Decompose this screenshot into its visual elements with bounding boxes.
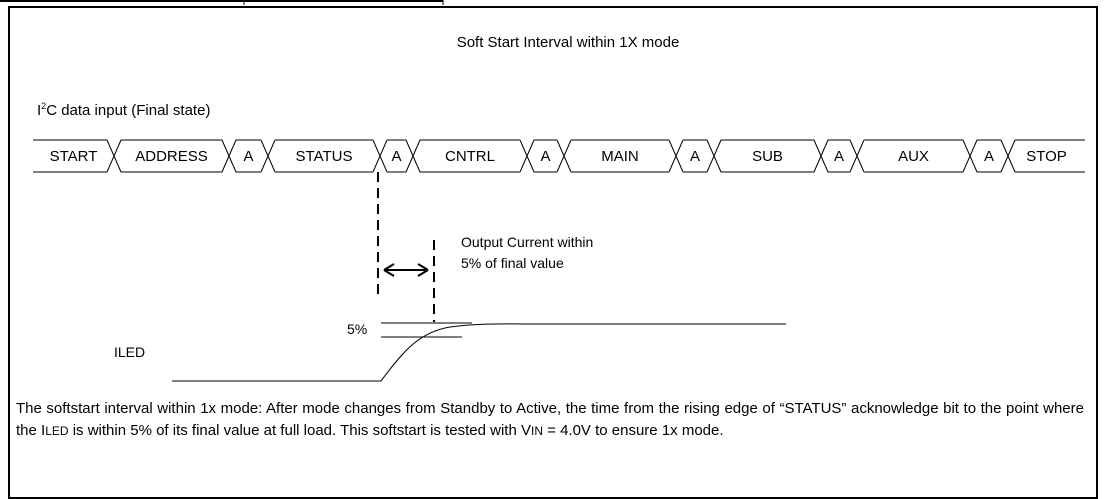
bus-segment-stop: STOP [1026, 148, 1067, 165]
diagram-title: Soft Start Interval within 1X mode [457, 34, 680, 51]
bus-segment-address: ADDRESS [135, 148, 208, 165]
bus-segment-status: STATUS [296, 148, 353, 165]
bus-segment-ack: A [984, 148, 994, 165]
bus-transition [1000, 139, 1016, 173]
bus-transition [106, 139, 122, 173]
annotation-line-2: 5% of final value [461, 255, 564, 271]
caption-part-2: is within 5% of its final value at full … [68, 422, 531, 439]
caption-iled-subscript: LED [45, 424, 69, 438]
bus-segment-ack: A [834, 148, 844, 165]
five-percent-label: 5% [347, 321, 367, 337]
bus-transition [556, 139, 572, 173]
figure-frame [8, 6, 1098, 499]
i2c-label-superscript: 2 [41, 101, 46, 111]
annotation-line-1: Output Current within [461, 234, 593, 250]
bus-segment-ack: A [540, 148, 550, 165]
bus-segment-aux: AUX [898, 148, 929, 165]
bus-transition [519, 139, 535, 173]
bus-transition [813, 139, 829, 173]
arrow-head-right [417, 263, 429, 277]
bus-transition [962, 139, 978, 173]
caption-vin-subscript: IN [530, 424, 543, 438]
bus-transition [221, 139, 237, 173]
caption-part-1: The softstart interval within 1x mode: A… [16, 400, 1084, 439]
caption-iled-main: I [41, 422, 46, 439]
bus-segment-main: MAIN [601, 148, 639, 165]
caption: The softstart interval within 1x mode: A… [16, 398, 1084, 442]
iled-label: ILED [114, 344, 145, 360]
bus-segment-start: START [50, 148, 98, 165]
i2c-label-prefix: I [37, 102, 41, 119]
bus-transition [372, 139, 388, 173]
bus-transition [849, 139, 865, 173]
iled-waveform [172, 323, 786, 382]
i2c-input-label: I2C data input (Final state) [37, 101, 210, 119]
bus-transition [405, 139, 421, 173]
bus-segment-ack: A [690, 148, 700, 165]
i2c-label-suffix: C data input (Final state) [46, 102, 210, 119]
arrow-head-left [383, 263, 395, 277]
bus-transition [706, 139, 722, 173]
bus-transition [668, 139, 684, 173]
bus-segment-cntrl: CNTRL [445, 148, 495, 165]
bus-transition [260, 139, 276, 173]
caption-part-3: = 4.0V to ensure 1x mode. [542, 422, 724, 439]
bus-segment-sub: SUB [752, 148, 783, 165]
bus-segment-ack: A [243, 148, 253, 165]
bus-segment-ack: A [391, 148, 401, 165]
i2c-bus-timing: START ADDRESS A STATUS A CNTRL A MAIN A SUB A AUX A S… [33, 139, 1085, 173]
